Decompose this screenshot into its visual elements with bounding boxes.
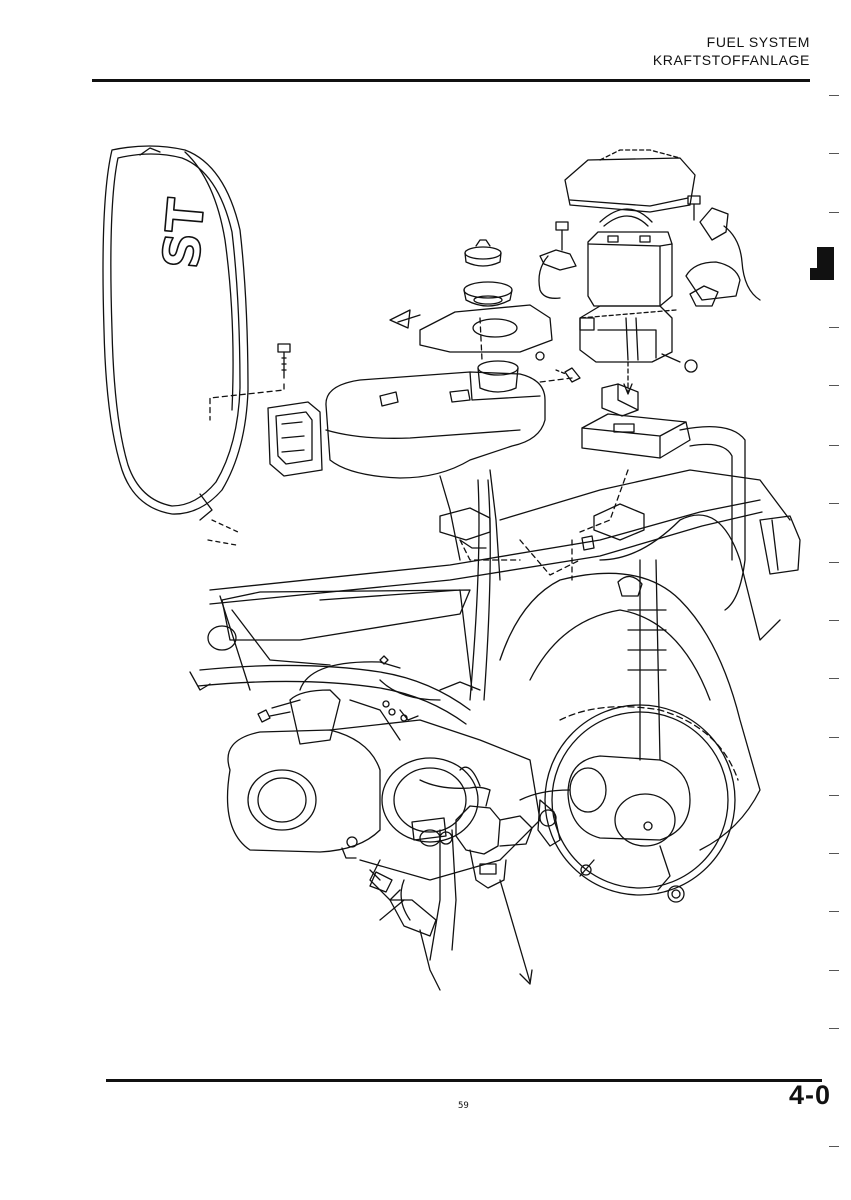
page-header: FUEL SYSTEM KRAFTSTOFFANLAGE: [653, 33, 810, 69]
seat-drawing: [102, 145, 249, 546]
tank-bracket: [389, 304, 581, 383]
edge-tick: [829, 795, 839, 796]
carburetor: [455, 766, 561, 985]
edge-tick: [829, 95, 839, 96]
air-cleaner-case: [567, 755, 691, 903]
edge-tick: [829, 153, 839, 154]
edge-tick: [829, 737, 839, 738]
edge-tick: [829, 562, 839, 563]
edge-tick: [829, 385, 839, 386]
hoses: [299, 655, 571, 801]
battery-holder: [579, 305, 673, 363]
page-number: 59: [458, 1101, 469, 1111]
rear-wheel: [544, 704, 739, 896]
thumb-index-tab: [817, 247, 834, 280]
filter-element: [267, 401, 323, 477]
battery-cover: [564, 149, 696, 213]
edge-tick: [829, 970, 839, 971]
fuel-tank: [325, 360, 546, 701]
assembly-guides: [459, 317, 629, 581]
battery: [587, 208, 673, 307]
edge-tick: [829, 503, 839, 504]
thumb-index-notch: [810, 268, 818, 280]
edge-tick: [829, 620, 839, 621]
seat-bolt: [277, 343, 291, 379]
seat-logo: ST: [152, 196, 216, 271]
relay-unit: [601, 383, 639, 417]
section-title-german: KRAFTSTOFFANLAGE: [652, 52, 810, 68]
fuel-cock: [439, 503, 645, 597]
edge-tick: [829, 327, 839, 328]
small-hardware: [538, 195, 761, 373]
header-rule: [92, 79, 810, 82]
edge-tick: [829, 911, 839, 912]
footer-rule: [106, 1079, 822, 1082]
section-number: 4-0: [788, 1080, 831, 1110]
edge-tick: [829, 1028, 839, 1029]
engine-bolt: [257, 709, 358, 859]
edge-tick: [829, 212, 839, 213]
edge-tick: [829, 678, 839, 679]
frame: [197, 426, 801, 851]
edge-tick: [829, 1146, 839, 1147]
filler-cap: [463, 239, 513, 307]
engine: [226, 689, 541, 961]
edge-tick: [829, 853, 839, 854]
edge-tick: [829, 445, 839, 446]
center-stand: [369, 871, 441, 991]
rubber-mount: [581, 413, 691, 459]
body-panel: [189, 589, 471, 691]
section-title-english: FUEL SYSTEM: [706, 34, 810, 50]
